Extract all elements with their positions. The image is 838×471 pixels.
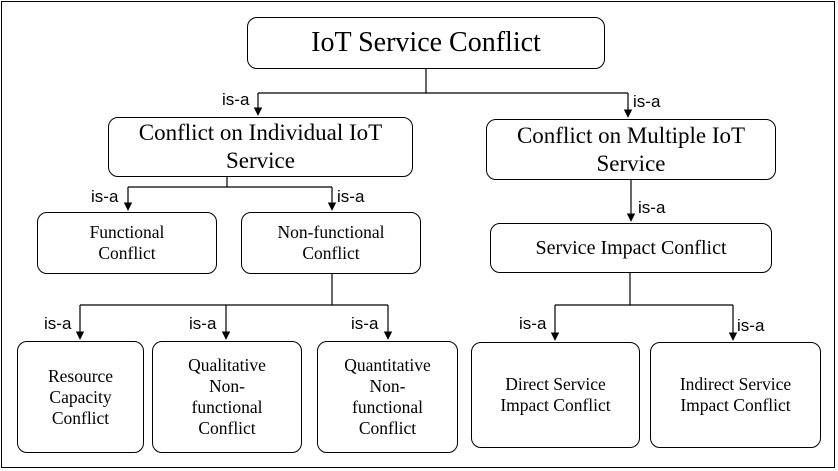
node-quantitative-nonfunctional-conflict: Quantitative Non- functional Conflict <box>317 341 458 453</box>
isa-label-serviceimpact-indirect: is-a <box>737 316 765 335</box>
node-label: Conflict on Individual IoT Service <box>138 120 383 173</box>
link-root-bus <box>258 69 628 94</box>
node-label: Functional Conflict <box>89 222 165 263</box>
isa-label-multiple-serviceimpact: is-a <box>638 198 666 217</box>
node-label: Indirect Service Impact Conflict <box>679 374 792 415</box>
node-functional-conflict: Functional Conflict <box>37 212 217 274</box>
isa-label-root-individual: is-a <box>222 90 250 109</box>
isa-label-serviceimpact-direct: is-a <box>519 314 547 333</box>
link-serviceimpact-bus <box>555 273 733 306</box>
isa-label-individual-nonfunctional: is-a <box>337 187 365 206</box>
node-label: Direct Service Impact Conflict <box>500 374 611 415</box>
node-label: Conflict on Multiple IoT Service <box>516 122 746 176</box>
node-label: Quantitative Non- functional Conflict <box>344 355 431 438</box>
node-direct-service-impact-conflict: Direct Service Impact Conflict <box>471 342 640 448</box>
node-label: Resource Capacity Conflict <box>47 365 114 428</box>
node-label: Non-functional Conflict <box>277 222 385 263</box>
node-conflict-individual-iot-service: Conflict on Individual IoT Service <box>108 117 413 177</box>
node-label: IoT Service Conflict <box>311 27 541 59</box>
isa-label-root-multiple: is-a <box>633 92 661 111</box>
node-label: Service Impact Conflict <box>535 237 727 259</box>
node-conflict-multiple-iot-service: Conflict on Multiple IoT Service <box>486 119 776 180</box>
isa-label-nonfunctional-resource: is-a <box>44 314 72 333</box>
node-resource-capacity-conflict: Resource Capacity Conflict <box>17 341 144 453</box>
link-nonfunctional-bus <box>80 274 388 306</box>
node-indirect-service-impact-conflict: Indirect Service Impact Conflict <box>650 342 821 448</box>
isa-label-nonfunctional-quantitative: is-a <box>351 314 379 333</box>
node-label: Qualitative Non- functional Conflict <box>188 355 266 438</box>
node-iot-service-conflict: IoT Service Conflict <box>247 17 605 69</box>
link-individual-bus <box>128 177 332 188</box>
node-service-impact-conflict: Service Impact Conflict <box>490 223 772 273</box>
isa-label-nonfunctional-qualitative: is-a <box>189 314 217 333</box>
node-qualitative-nonfunctional-conflict: Qualitative Non- functional Conflict <box>152 341 302 453</box>
isa-label-individual-functional: is-a <box>91 187 119 206</box>
node-nonfunctional-conflict: Non-functional Conflict <box>241 212 421 274</box>
